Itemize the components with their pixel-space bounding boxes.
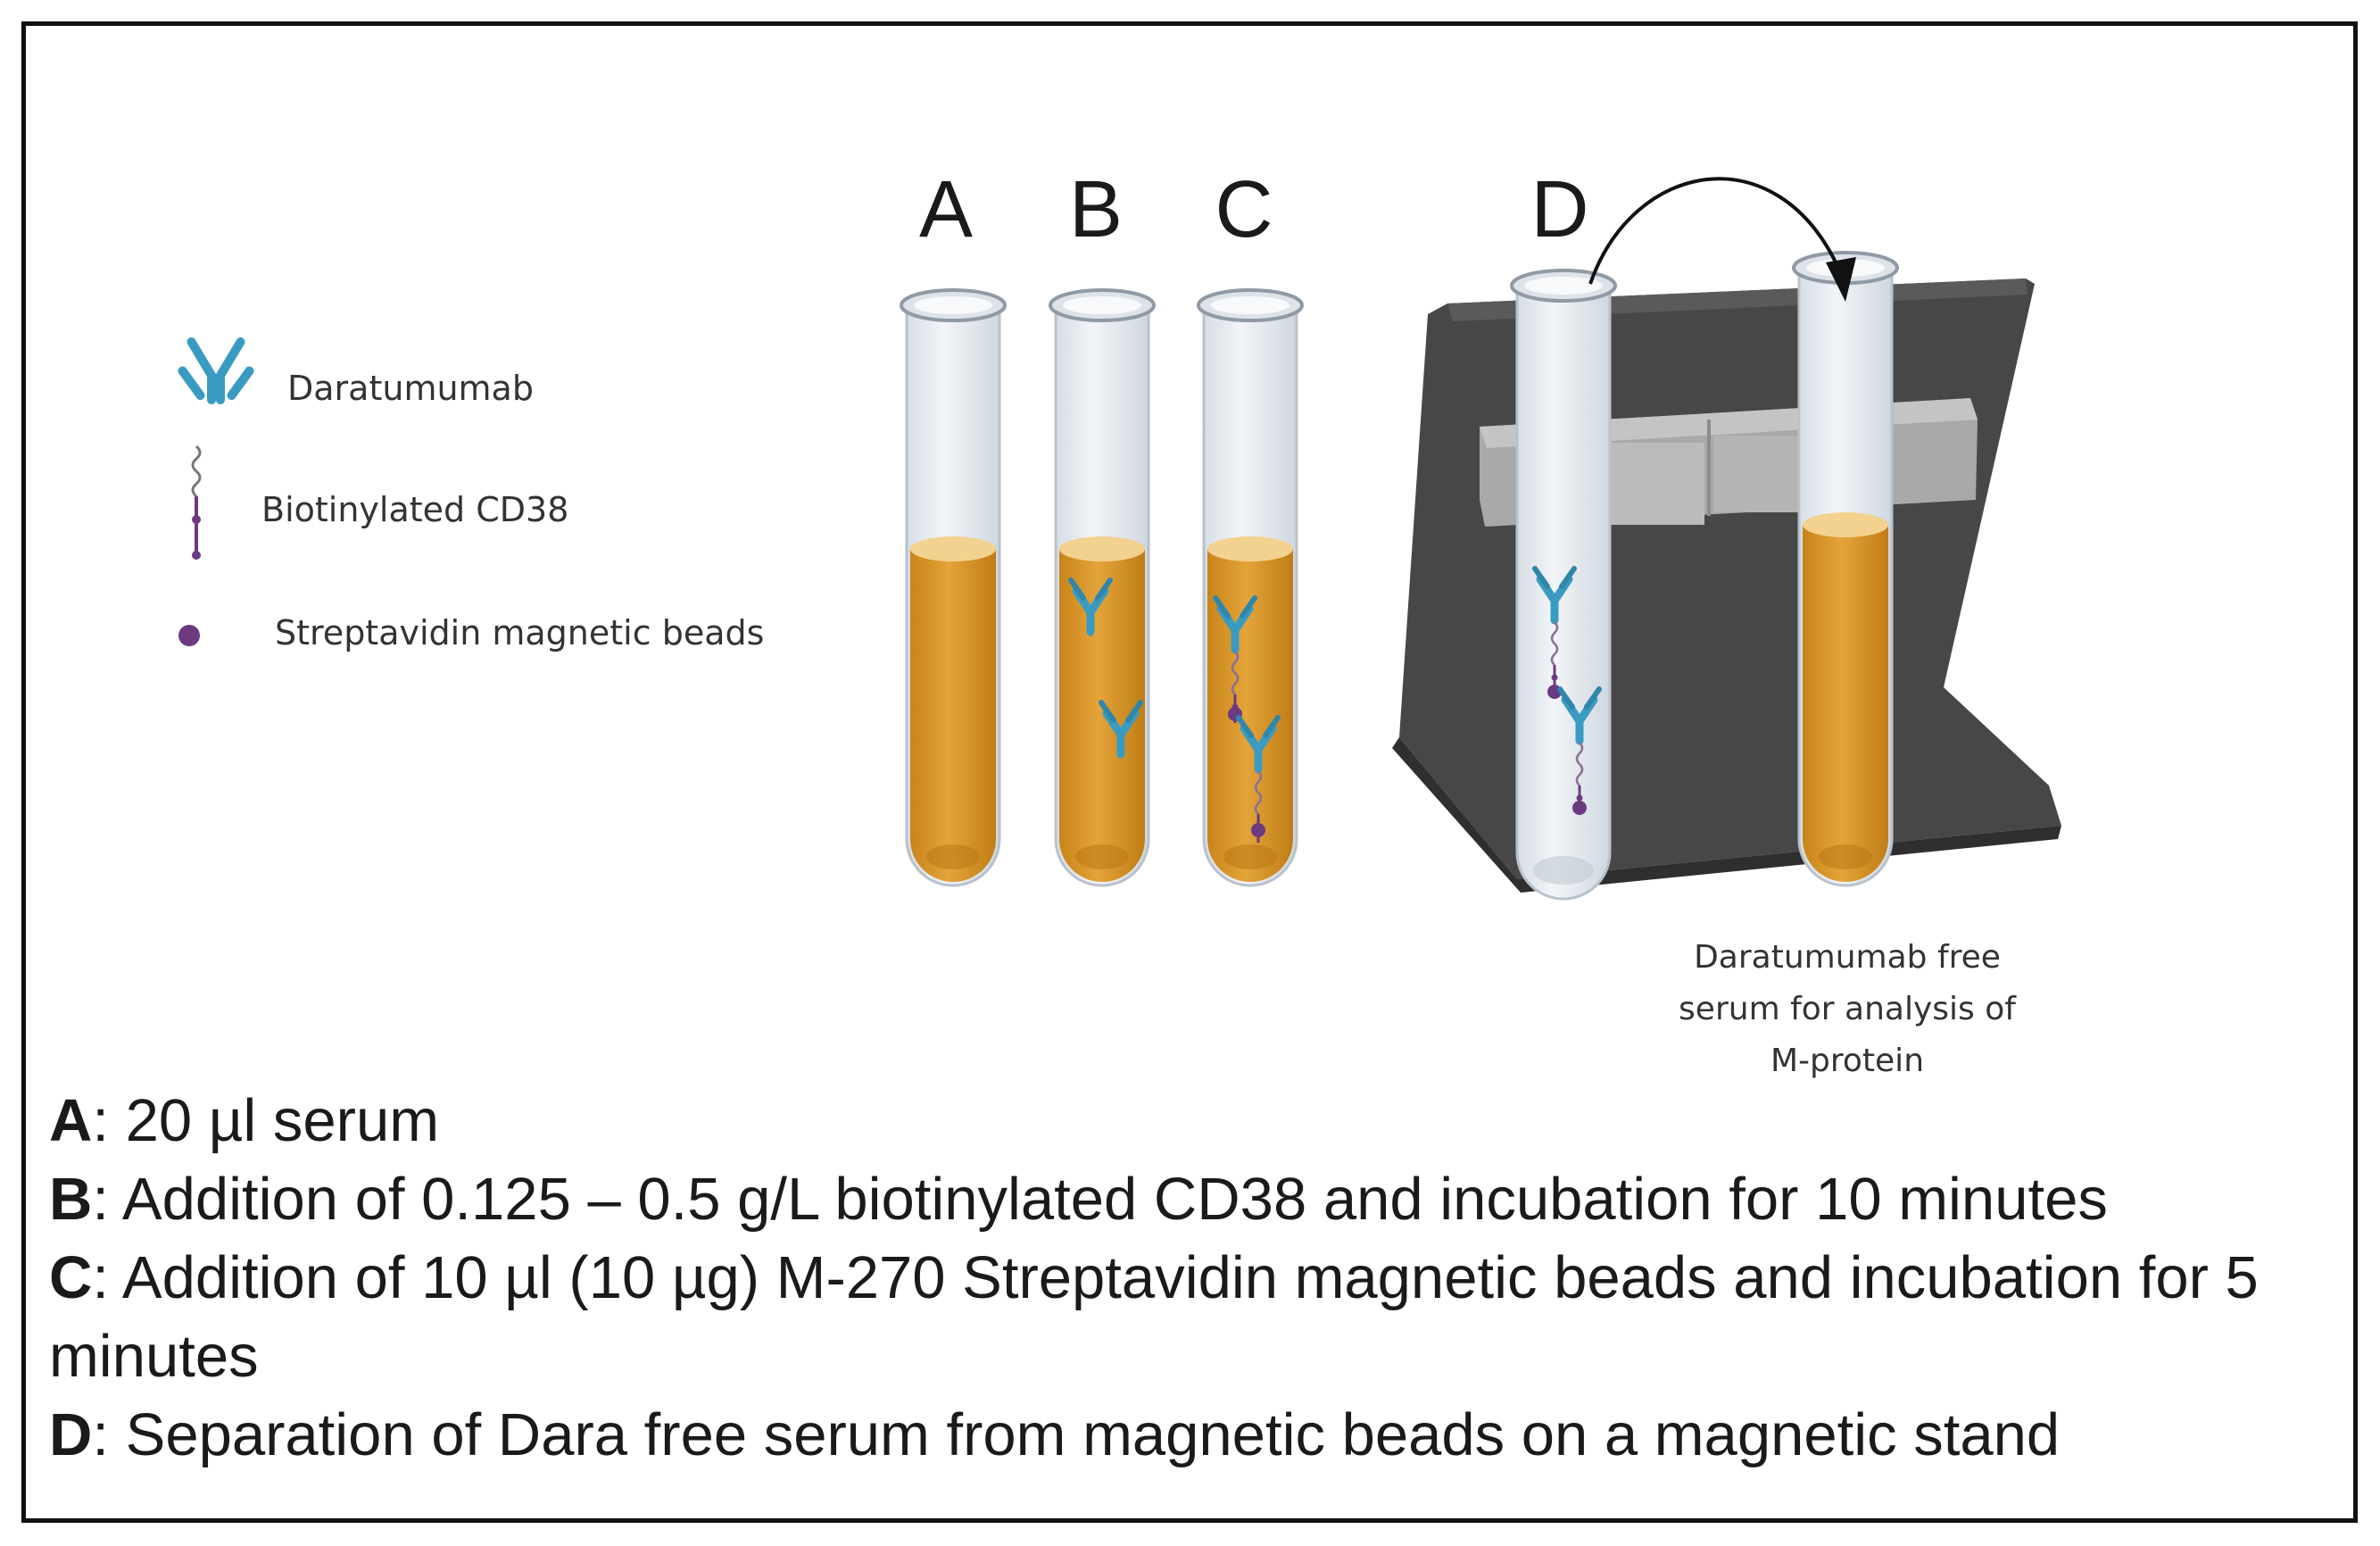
- step-separator: :: [92, 1244, 110, 1311]
- step-letter: B: [49, 1166, 93, 1233]
- step-separator: :: [92, 1401, 110, 1468]
- step-c: C: Addition of 10 µl (10 µg) M-270 Strep…: [49, 1239, 2360, 1396]
- caption-line-1: Daratumumab free: [1694, 939, 2001, 976]
- legend-label-daratumumab: Daratumumab: [287, 369, 534, 408]
- step-letter: D: [49, 1401, 93, 1468]
- step-text: Addition of 0.125 – 0.5 g/L biotinylated…: [109, 1166, 2108, 1233]
- tube-label-a: A: [919, 165, 973, 254]
- biotinylated-cd38-icon: [191, 445, 202, 560]
- step-letter: A: [49, 1087, 93, 1154]
- tube-label-c: C: [1215, 165, 1273, 254]
- tube-a: [900, 288, 1007, 887]
- antibody-icon: [178, 337, 254, 404]
- caption-line-2: serum for analysis of: [1679, 991, 2017, 1027]
- step-text: Addition of 10 µl (10 µg) M-270 Streptav…: [49, 1244, 2259, 1390]
- step-text: 20 µl serum: [109, 1087, 440, 1154]
- caption-line-3: M-protein: [1770, 1043, 1924, 1079]
- bead-icon: [1572, 801, 1587, 815]
- tube-label-b: B: [1069, 165, 1123, 254]
- magnetic-stand: [1392, 278, 2061, 893]
- step-b: B: Addition of 0.125 – 0.5 g/L biotinyla…: [49, 1160, 2360, 1239]
- step-descriptions: A: 20 µl serum B: Addition of 0.125 – 0.…: [49, 1082, 2360, 1475]
- step-d: D: Separation of Dara free serum from ma…: [49, 1396, 2360, 1475]
- transfer-arrow-icon: [1588, 177, 1856, 302]
- legend: Daratumumab Biotinylated CD38 Streptavid…: [178, 337, 764, 652]
- step-text: Separation of Dara free serum from magne…: [109, 1401, 2061, 1468]
- tube-c: [1197, 288, 1304, 887]
- dara-free-caption: Daratumumab free serum for analysis of M…: [1679, 939, 2017, 1079]
- step-separator: :: [92, 1166, 110, 1233]
- legend-label-biotinylated-cd38: Biotinylated CD38: [261, 490, 568, 529]
- tube-dara-free-serum: [1792, 251, 1899, 887]
- legend-label-streptavidin-beads: Streptavidin magnetic beads: [275, 613, 764, 652]
- step-a: A: 20 µl serum: [49, 1082, 2360, 1160]
- step-letter: C: [49, 1244, 93, 1311]
- tube-label-d: D: [1531, 165, 1589, 254]
- tube-b: [1049, 288, 1156, 887]
- tube-d-depleted: [1510, 269, 1617, 901]
- step-separator: :: [92, 1087, 110, 1154]
- bead-icon: [178, 625, 200, 646]
- bead-icon: [1251, 823, 1265, 837]
